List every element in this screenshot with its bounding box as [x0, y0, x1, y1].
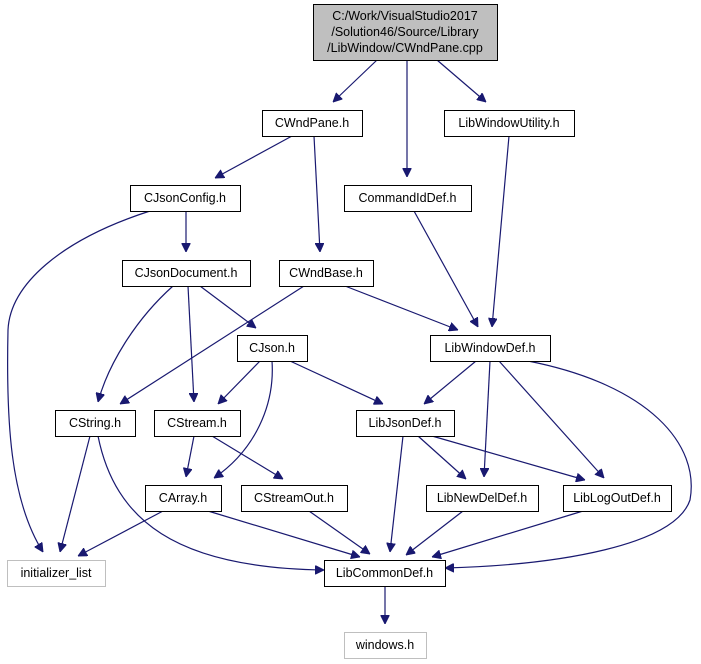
- edge-carray_h-to-initializer_list: [78, 510, 164, 557]
- node-box: [430, 335, 551, 362]
- edge-carray_h-to-libcommondef_h: [207, 510, 360, 557]
- node-libjsondef_h[interactable]: LibJsonDef.h: [356, 410, 455, 437]
- node-label: LibNewDelDef.h: [437, 491, 527, 505]
- node-cjsondocument_h[interactable]: CJsonDocument.h: [122, 260, 251, 287]
- node-label: CString.h: [69, 416, 121, 430]
- edge-cjson_h-to-carray_h: [214, 360, 273, 478]
- edge-libjsondef_h-to-libnewdeldef_h: [417, 435, 466, 479]
- node-label: CStream.h: [167, 416, 227, 430]
- edge-cwndpane_cpp-to-libwindowutility_h: [436, 59, 486, 102]
- node-label: LibJsonDef.h: [369, 416, 442, 430]
- node-libnewdeldef_h[interactable]: LibNewDelDef.h: [426, 485, 539, 512]
- node-label: CJson.h: [249, 341, 295, 355]
- node-box: [426, 485, 539, 512]
- edge-cjsonconfig_h-to-initializer_list: [6, 210, 151, 552]
- node-cstreamout_h[interactable]: CStreamOut.h: [241, 485, 348, 512]
- edge-cjsondocument_h-to-cstream_h: [187, 285, 194, 402]
- edge-cstreamout_h-to-libcommondef_h: [308, 510, 370, 554]
- edge-cjsondocument_h-to-cstring_h: [98, 285, 174, 402]
- node-label: /Solution46/Source/Library: [331, 25, 479, 39]
- edge-libnewdeldef_h-to-libcommondef_h: [406, 510, 464, 555]
- node-box: [313, 4, 498, 61]
- edge-cwndbase_h-to-cstring_h: [120, 285, 305, 404]
- node-cwndpane_cpp[interactable]: C:/Work/VisualStudio2017/Solution46/Sour…: [313, 4, 498, 61]
- node-box: [130, 185, 241, 212]
- node-label: C:/Work/VisualStudio2017: [332, 9, 478, 23]
- edge-cstream_h-to-carray_h: [186, 435, 195, 477]
- node-box: [262, 110, 363, 137]
- edge-cstream_h-to-cstreamout_h: [211, 435, 283, 479]
- node-box: [145, 485, 222, 512]
- node-label: LibWindowUtility.h: [458, 116, 559, 130]
- node-box: [444, 110, 575, 137]
- node-carray_h[interactable]: CArray.h: [145, 485, 222, 512]
- node-cjson_h[interactable]: CJson.h: [237, 335, 308, 362]
- node-box: [344, 632, 427, 659]
- edge-commandiddef_h-to-libwindowdef_h: [413, 210, 479, 327]
- edge-cjson_h-to-cstream_h: [218, 360, 261, 404]
- node-label: /LibWindow/CWndPane.cpp: [327, 41, 483, 55]
- node-box: [563, 485, 672, 512]
- node-box: [7, 560, 106, 587]
- node-cwndpane_h[interactable]: CWndPane.h: [262, 110, 363, 137]
- node-box: [55, 410, 136, 437]
- node-box: [237, 335, 308, 362]
- node-label: initializer_list: [21, 566, 92, 580]
- edge-cstring_h-to-initializer_list: [60, 435, 91, 552]
- node-label: CWndBase.h: [289, 266, 363, 280]
- node-liblogoutdef_h[interactable]: LibLogOutDef.h: [563, 485, 672, 512]
- node-label: CJsonDocument.h: [135, 266, 238, 280]
- edge-cstring_h-to-libcommondef_h: [97, 435, 324, 570]
- node-libwindowdef_h[interactable]: LibWindowDef.h: [430, 335, 551, 362]
- edges: [6, 59, 692, 624]
- node-box: [122, 260, 251, 287]
- edge-liblogoutdef_h-to-libcommondef_h: [432, 510, 584, 557]
- node-box: [154, 410, 241, 437]
- node-label: CStreamOut.h: [254, 491, 334, 505]
- edge-libwindowdef_h-to-libnewdeldef_h: [484, 360, 491, 477]
- edge-libjsondef_h-to-libcommondef_h: [390, 435, 404, 552]
- node-box: [241, 485, 348, 512]
- edge-cwndpane_h-to-cwndbase_h: [313, 135, 320, 252]
- node-libcommondef_h[interactable]: LibCommonDef.h: [324, 560, 446, 587]
- edge-libwindowutility_h-to-libwindowdef_h: [492, 135, 510, 327]
- node-label: windows.h: [355, 638, 414, 652]
- edge-cwndbase_h-to-libwindowdef_h: [344, 285, 458, 330]
- edge-cwndpane_cpp-to-cwndpane_h: [333, 59, 378, 102]
- node-label: CArray.h: [159, 491, 207, 505]
- edge-libwindowdef_h-to-libjsondef_h: [424, 360, 477, 404]
- node-label: LibLogOutDef.h: [573, 491, 661, 505]
- node-cwndbase_h[interactable]: CWndBase.h: [279, 260, 374, 287]
- node-cstring_h[interactable]: CString.h: [55, 410, 136, 437]
- node-initializer_list[interactable]: initializer_list: [7, 560, 106, 587]
- node-cjsonconfig_h[interactable]: CJsonConfig.h: [130, 185, 241, 212]
- node-libwindowutility_h[interactable]: LibWindowUtility.h: [444, 110, 575, 137]
- node-label: CJsonConfig.h: [144, 191, 226, 205]
- edge-libjsondef_h-to-liblogoutdef_h: [431, 435, 585, 480]
- node-box: [344, 185, 472, 212]
- node-cstream_h[interactable]: CStream.h: [154, 410, 241, 437]
- node-label: LibWindowDef.h: [444, 341, 535, 355]
- node-label: CommandIdDef.h: [359, 191, 457, 205]
- node-box: [356, 410, 455, 437]
- node-label: LibCommonDef.h: [336, 566, 433, 580]
- node-label: CWndPane.h: [275, 116, 349, 130]
- node-box: [279, 260, 374, 287]
- node-commandiddef_h[interactable]: CommandIdDef.h: [344, 185, 472, 212]
- node-box: [324, 560, 446, 587]
- edge-cjson_h-to-libjsondef_h: [289, 360, 383, 404]
- edge-cwndpane_h-to-cjsonconfig_h: [215, 135, 293, 179]
- edge-libwindowdef_h-to-liblogoutdef_h: [498, 360, 604, 478]
- node-windows_h[interactable]: windows.h: [344, 632, 427, 659]
- edge-cjsondocument_h-to-cjson_h: [199, 285, 256, 328]
- edge-libwindowdef_h-to-libcommondef_h: [445, 360, 692, 568]
- nodes: C:/Work/VisualStudio2017/Solution46/Sour…: [7, 4, 672, 659]
